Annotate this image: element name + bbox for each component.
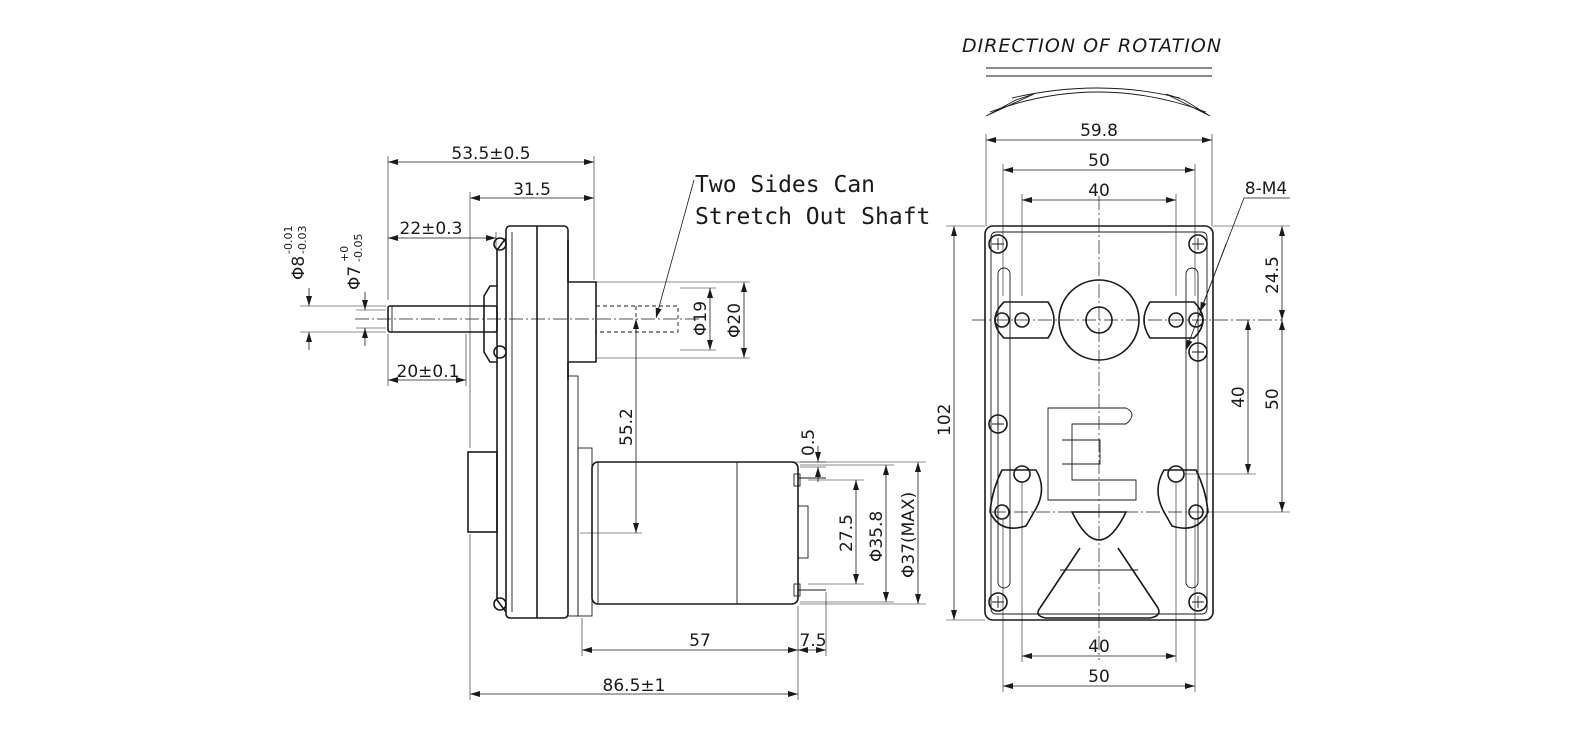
rotation-title: DIRECTION OF ROTATION bbox=[962, 35, 1222, 57]
dim-label: 86.5±1 bbox=[603, 676, 666, 696]
dim-label: Φ37(MAX) bbox=[899, 492, 919, 578]
dim-53-5: 53.5±0.5 bbox=[387, 144, 595, 300]
dim-55-2: 55.2 bbox=[580, 319, 642, 534]
dim-20: 20±0.1 bbox=[387, 334, 467, 386]
dim-label: 27.5 bbox=[837, 514, 857, 552]
dim-dia-20: Φ20 bbox=[596, 281, 750, 359]
dim-dia-37-max: Φ37(MAX) bbox=[800, 461, 926, 605]
dim-label: 40 bbox=[1088, 181, 1110, 201]
dim-0-5: 0.5 bbox=[740, 429, 826, 482]
dim-50-bottom: 50 bbox=[1002, 520, 1196, 692]
dim-22: 22±0.3 bbox=[388, 219, 497, 250]
dim-label: 57 bbox=[689, 631, 711, 651]
dim-86-5: 86.5±1 bbox=[469, 534, 798, 700]
dim-label: 59.8 bbox=[1080, 121, 1118, 141]
dim-7-5: 7.5 bbox=[798, 592, 827, 656]
dim-label: 40 bbox=[1088, 637, 1110, 657]
dim-label: 55.2 bbox=[617, 408, 637, 446]
side-view: 53.5±0.5 31.5 22±0.3 20±0.1 Φ8 bbox=[282, 144, 926, 700]
dim-label: 24.5 bbox=[1263, 256, 1283, 294]
dim-dia-35-8: Φ35.8 bbox=[800, 464, 894, 603]
dim-31-5: 31.5 bbox=[469, 180, 594, 448]
dim-8-m4: 8-M4 bbox=[1185, 179, 1290, 351]
note-leader bbox=[655, 179, 695, 319]
dim-40-right: 40 bbox=[1184, 320, 1256, 475]
dim-label: 53.5±0.5 bbox=[451, 144, 530, 164]
gearbox-body bbox=[467, 225, 597, 619]
dim-tolerance: -0.03 bbox=[296, 226, 309, 254]
dim-40-bottom: 40 bbox=[1021, 482, 1177, 662]
dim-label: 50 bbox=[1088, 151, 1110, 171]
dim-label: 50 bbox=[1088, 667, 1110, 687]
dim-tolerance: -0.05 bbox=[352, 234, 365, 262]
dim-label: 8-M4 bbox=[1245, 179, 1287, 199]
dim-dia-7: Φ7 +0 -0.05 bbox=[338, 234, 386, 346]
note-line-2: Stretch Out Shaft bbox=[695, 204, 930, 230]
dim-label: 20±0.1 bbox=[397, 362, 460, 382]
dim-tolerance: -0.01 bbox=[282, 226, 295, 254]
dim-label: 31.5 bbox=[513, 180, 551, 200]
dim-50-top: 50 bbox=[1002, 151, 1196, 296]
front-view: DIRECTION OF ROTATION bbox=[935, 35, 1290, 692]
dim-59-8: 59.8 bbox=[985, 121, 1213, 226]
dim-label: 50 bbox=[1263, 388, 1283, 410]
dim-dia-19: Φ19 bbox=[680, 287, 716, 351]
dim-102: 102 bbox=[935, 225, 985, 621]
dim-label: Φ19 bbox=[691, 301, 711, 336]
dim-tolerance: +0 bbox=[338, 246, 351, 262]
dim-40-top: 40 bbox=[1021, 181, 1177, 296]
dim-50-right: 50 bbox=[1204, 320, 1290, 513]
dim-label: Φ35.8 bbox=[867, 511, 887, 562]
motor-body bbox=[577, 447, 826, 617]
note-line-1: Two Sides Can bbox=[695, 172, 875, 198]
dim-label: 0.5 bbox=[799, 429, 819, 456]
dim-label: 40 bbox=[1229, 386, 1249, 408]
rotation-arrow-icon bbox=[985, 87, 1211, 117]
dim-dia-8: Φ8 -0.01 -0.03 bbox=[282, 226, 386, 350]
dim-label: Φ20 bbox=[725, 303, 745, 338]
dim-label: 22±0.3 bbox=[400, 219, 463, 239]
dim-24-5: 24.5 bbox=[1213, 225, 1290, 320]
dim-label: 7.5 bbox=[799, 631, 826, 651]
dim-label: 102 bbox=[935, 404, 955, 436]
dim-57: 57 bbox=[581, 606, 799, 700]
dim-label: Φ8 bbox=[289, 256, 309, 280]
dim-27-5: 27.5 bbox=[808, 479, 864, 585]
dim-label: Φ7 bbox=[345, 266, 365, 290]
